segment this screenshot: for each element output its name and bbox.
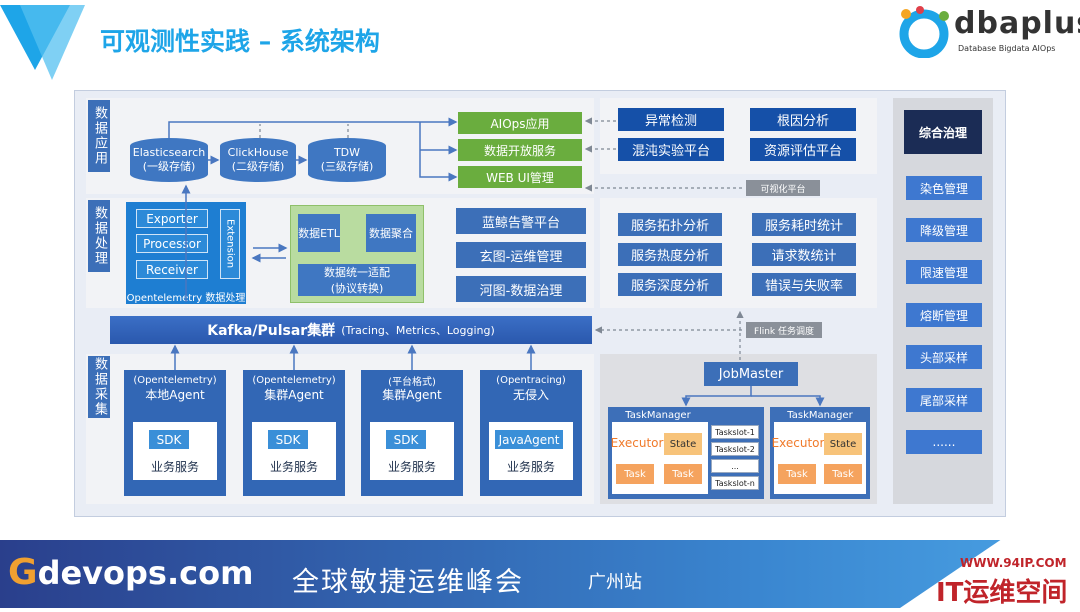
taskmanager-label: TaskManager [625, 409, 691, 421]
agent-protocol: (Opentelemetry) [133, 374, 217, 386]
data-aggregation: 数据聚合 [366, 214, 416, 252]
dbaplus-logo-icon [899, 6, 949, 59]
gov-ratelimit[interactable]: 限速管理 [906, 260, 982, 284]
logo-subtitle: Database Bigdata AIOps [958, 44, 1056, 53]
sdk-box: SDK [268, 430, 308, 449]
storage-name: ClickHouse [227, 146, 289, 159]
watermark-site-name: IT运维空间 [936, 578, 1068, 608]
agent-name: 集群Agent [264, 387, 324, 402]
agent-name: 集群Agent [382, 387, 442, 402]
gov-dyeing[interactable]: 染色管理 [906, 176, 982, 200]
footer-city: 广州站 [588, 572, 642, 593]
unify-title: 数据统一适配 [324, 266, 390, 279]
otel-extension-label: Extension [224, 219, 236, 269]
storage-name: TDW [333, 146, 361, 159]
taskslot-ellipsis: ... [711, 459, 759, 473]
agent-name: 无侵入 [512, 387, 549, 402]
visual-platform-tag: 可视化平台 [746, 180, 820, 196]
footer-brand: Gdevops.com [8, 552, 253, 596]
gov-head-sampling[interactable]: 头部采样 [906, 345, 982, 369]
aiops-app[interactable]: AIOps应用 [458, 112, 582, 134]
otel-extension: Extension [220, 209, 240, 279]
agent-name: 本地Agent [145, 387, 205, 402]
otel-receiver: Receiver [136, 260, 208, 279]
business-service: 业务服务 [506, 459, 555, 474]
brand-domain: devops.com [37, 554, 254, 592]
task-box: Task [778, 464, 816, 484]
storage-tier: (三级存储) [320, 160, 374, 173]
watermark-corner [880, 486, 1080, 608]
logo-text: dbaplus [954, 6, 1080, 41]
chaos-platform[interactable]: 混沌实验平台 [618, 138, 724, 161]
data-unify-adapter: 数据统一适配 (协议转换) [298, 264, 416, 296]
taskmanager-label: TaskManager [787, 409, 853, 421]
gov-tail-sampling[interactable]: 尾部采样 [906, 388, 982, 412]
taskslot-n: Taskslot-n [711, 476, 759, 490]
hetu-governance[interactable]: 河图-数据治理 [456, 276, 586, 302]
anomaly-detection[interactable]: 异常检测 [618, 108, 724, 131]
sdk-box: SDK [386, 430, 426, 449]
storage-elasticsearch: Elasticsearch (一级存储) [130, 138, 208, 182]
jobmaster[interactable]: JobMaster [704, 362, 798, 386]
watermark-site: WWW.94IP.COM [960, 556, 1067, 570]
page-title: 可观测性实践 – 系统架构 [100, 27, 380, 56]
data-etl: 数据ETL [298, 214, 340, 252]
xuantu-ops[interactable]: 玄图-运维管理 [456, 242, 586, 268]
otel-exporter: Exporter [136, 209, 208, 228]
state-box: State [664, 433, 702, 455]
storage-tier: (一级存储) [142, 160, 196, 173]
gov-circuit-breaker[interactable]: 熔断管理 [906, 303, 982, 327]
section-label-proc: 数据处理 [88, 200, 110, 272]
request-count[interactable]: 请求数统计 [752, 243, 856, 266]
unify-sub: (协议转换) [330, 282, 384, 295]
agent-protocol: (平台格式) [388, 376, 436, 388]
error-rate[interactable]: 错误与失败率 [752, 273, 856, 296]
heat-analysis[interactable]: 服务热度分析 [618, 243, 722, 266]
state-box: State [824, 433, 862, 455]
business-service: 业务服务 [269, 459, 318, 474]
dbaplus-logo: dbaplus Database Bigdata AIOps [896, 4, 1080, 59]
business-service: 业务服务 [150, 459, 199, 474]
section-label-collect: 数据采集 [88, 356, 110, 418]
taskslot-2: Taskslot-2 [711, 442, 759, 456]
storage-tier: (二级存储) [231, 160, 285, 173]
agent-protocol: (Opentelemetry) [252, 374, 336, 386]
storage-name: Elasticsearch [132, 146, 206, 159]
business-service: 业务服务 [387, 459, 436, 474]
task-box: Task [664, 464, 702, 484]
gov-degrade[interactable]: 降级管理 [906, 218, 982, 242]
storage-tdw: TDW (三级存储) [308, 138, 386, 182]
resource-eval-platform[interactable]: 资源评估平台 [750, 138, 856, 161]
otel-label: Opentelemetry 数据处理 [126, 292, 246, 304]
sdk-box: SDK [149, 430, 189, 449]
taskslot-1: Taskslot-1 [711, 425, 759, 439]
root-cause-analysis[interactable]: 根因分析 [750, 108, 856, 131]
task-box: Task [824, 464, 862, 484]
flink-schedule-tag: Flink 任务调度 [746, 322, 822, 338]
governance-title: 综合治理 [904, 110, 982, 154]
topology-analysis[interactable]: 服务拓扑分析 [618, 213, 722, 236]
corner-triangle-decoration [0, 0, 90, 85]
web-ui-management[interactable]: WEB UI管理 [458, 166, 582, 188]
task-box: Task [616, 464, 654, 484]
javaagent-box: JavaAgent [495, 430, 563, 449]
otel-processor: Processor [136, 234, 208, 253]
kafka-pulsar-bar: Kafka/Pulsar集群 (Tracing、Metrics、Logging) [110, 316, 592, 344]
section-label-app: 数据应用 [88, 100, 110, 172]
gov-more[interactable]: ...... [906, 430, 982, 454]
executor-label: Executor [771, 436, 825, 450]
agent-protocol: (Opentracing) [496, 374, 566, 386]
latency-stats[interactable]: 服务耗时统计 [752, 213, 856, 236]
footer-event: 全球敏捷运维峰会 [292, 567, 524, 598]
brand-g-letter: G [8, 552, 38, 593]
kafka-title: Kafka/Pulsar集群 [207, 323, 336, 339]
kafka-sub: (Tracing、Metrics、Logging) [341, 324, 495, 337]
data-open-service[interactable]: 数据开放服务 [458, 139, 582, 161]
depth-analysis[interactable]: 服务深度分析 [618, 273, 722, 296]
footer-banner [0, 540, 1080, 608]
storage-clickhouse: ClickHouse (二级存储) [220, 138, 296, 182]
executor-label: Executor [610, 436, 664, 450]
bluewhale-alert[interactable]: 蓝鲸告警平台 [456, 208, 586, 234]
